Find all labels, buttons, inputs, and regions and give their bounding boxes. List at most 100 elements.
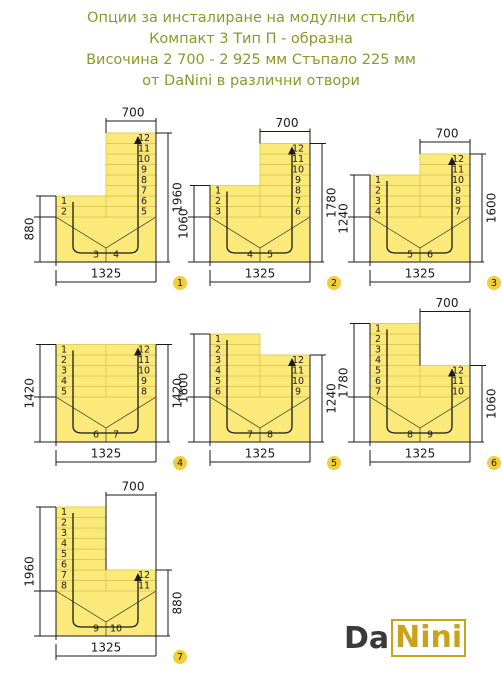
variant-badge — [173, 650, 187, 664]
step-number: 9 — [93, 624, 99, 635]
step-number: 6 — [215, 386, 221, 397]
step-number: 8 — [141, 175, 147, 186]
step-number: 6 — [141, 196, 147, 207]
step-number: 9 — [295, 175, 301, 186]
dimension-left-height-label: 1600 — [177, 373, 191, 404]
dimension-left-height-label: 1420 — [23, 378, 37, 409]
dimension-700-label: 700 — [122, 480, 145, 494]
step-number: 4 — [113, 250, 119, 261]
variant-number: 3 — [491, 278, 497, 289]
tread — [259, 195, 311, 207]
step-number: 5 — [407, 250, 413, 261]
variant-number: 7 — [177, 652, 183, 663]
tread — [105, 174, 157, 186]
tread — [419, 185, 471, 197]
direction-arrow — [448, 157, 456, 165]
logo-part-da: Da — [344, 620, 390, 656]
landing-diagonal — [259, 216, 311, 249]
variant-number: 4 — [177, 458, 183, 469]
dimension-width-label: 1325 — [91, 267, 122, 281]
step-number: 11 — [138, 143, 150, 154]
tread — [259, 386, 311, 398]
landing-diagonal — [259, 396, 311, 429]
dimension-left-height-label: 1240 — [337, 203, 351, 234]
step-number: 5 — [61, 386, 67, 397]
step-number: 8 — [141, 386, 147, 397]
step-number: 10 — [452, 386, 464, 397]
dimension-right-height-label: 1420 — [171, 378, 185, 409]
dimension-width-label: 1325 — [245, 447, 276, 461]
dimension-left-height-label: 1780 — [337, 367, 351, 398]
step-number: 8 — [61, 580, 67, 591]
step-number: 2 — [375, 334, 381, 345]
dimension-left-height-label: 1960 — [23, 556, 37, 587]
step-number: 12 — [452, 154, 464, 165]
step-number: 4 — [247, 250, 253, 261]
step-number: 7 — [61, 570, 67, 581]
variant-number: 6 — [491, 458, 497, 469]
dimension-right-height-label: 1600 — [485, 193, 499, 224]
tread — [419, 206, 471, 218]
landing-diagonal — [55, 590, 107, 623]
step-number: 9 — [141, 164, 147, 175]
direction-arrow — [134, 136, 142, 144]
step-number: 4 — [61, 376, 67, 387]
step-number: 12 — [138, 570, 150, 581]
danini-logo: Da Nini — [344, 618, 467, 658]
tread — [105, 185, 157, 197]
step-number: 3 — [215, 206, 221, 217]
direction-arrow — [288, 358, 296, 366]
step-number: 6 — [93, 430, 99, 441]
landing-diagonal — [369, 216, 421, 249]
dimension-width-label: 1325 — [91, 447, 122, 461]
step-number: 11 — [292, 365, 304, 376]
step-number: 1 — [375, 323, 381, 334]
step-number: 6 — [375, 376, 381, 387]
walking-line — [386, 329, 453, 434]
step-number: 2 — [215, 196, 221, 207]
step-number: 2 — [375, 185, 381, 196]
step-number: 4 — [375, 206, 381, 217]
variant-badge — [327, 456, 341, 470]
step-number: 3 — [61, 365, 67, 376]
step-number: 10 — [292, 376, 304, 387]
walking-line — [226, 149, 293, 254]
title-line-1: Опции за инсталиране на модулни стълби — [87, 10, 415, 26]
dimension-right-height-label: 1240 — [325, 383, 339, 414]
title-line-2: Компакт 3 Тип П - образна — [149, 31, 353, 47]
step-number: 8 — [295, 185, 301, 196]
tread — [105, 375, 157, 387]
tread — [105, 195, 157, 207]
landing-diagonal — [209, 216, 261, 249]
landing-diagonal — [105, 590, 157, 623]
walking-line — [72, 139, 139, 254]
step-number: 5 — [215, 376, 221, 387]
step-number: 7 — [295, 196, 301, 207]
step-number: 11 — [452, 164, 464, 175]
step-number: 4 — [215, 365, 221, 376]
step-number: 10 — [138, 154, 150, 165]
step-number: 7 — [247, 430, 253, 441]
landing-diagonal — [419, 396, 471, 429]
step-number: 2 — [61, 355, 67, 366]
dimension-width-label: 1325 — [405, 447, 436, 461]
dimension-right-height-label: 1960 — [171, 182, 185, 213]
step-number: 8 — [455, 196, 461, 207]
step-number: 5 — [267, 250, 273, 261]
step-number: 3 — [375, 344, 381, 355]
step-number: 1 — [215, 185, 221, 196]
step-number: 10 — [110, 624, 122, 635]
dimension-right-height-label: 1060 — [485, 388, 499, 419]
tread — [259, 174, 311, 186]
dimension-width-label: 1325 — [405, 267, 436, 281]
dimension-left-height-label: 1060 — [177, 208, 191, 239]
step-number: 11 — [138, 580, 150, 591]
dimension-right-height-label: 1780 — [325, 187, 339, 218]
walking-line — [72, 350, 139, 434]
